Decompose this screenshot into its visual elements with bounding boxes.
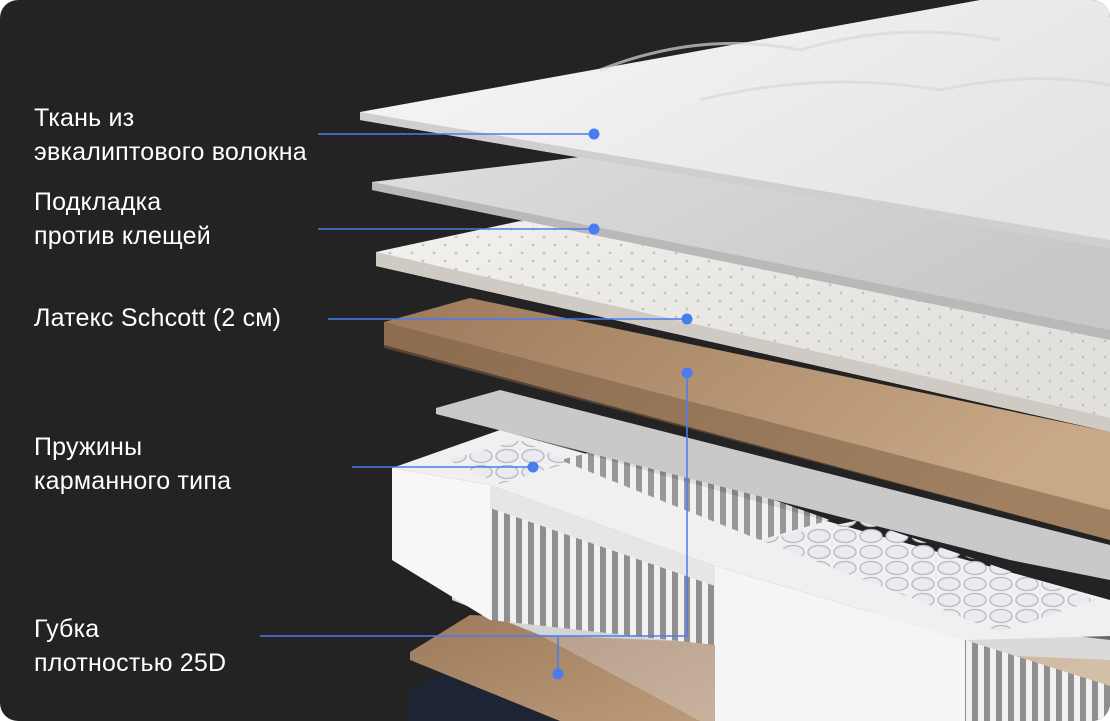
label-springs-line-1: Пружины [34, 433, 143, 461]
felt-layer [384, 298, 1110, 540]
label-pad-line-2: против клещей [34, 222, 211, 250]
spring-block [392, 430, 1110, 721]
label-foam: Губка плотностью 25D [34, 612, 226, 680]
label-foam-line-2: плотностью 25D [34, 649, 227, 677]
label-fabric-line-2: эвкалиптового волокна [34, 138, 307, 166]
leader-dot-foam [681, 367, 693, 379]
label-latex: Латекс Schcott (2 см) [34, 301, 281, 335]
leader-dot-springs [527, 461, 539, 473]
fabric-layer [360, 0, 1110, 248]
leader-dot-pad [588, 223, 600, 235]
label-springs: Пружины карманного типа [34, 430, 231, 498]
leader-dot-latex [681, 313, 693, 325]
label-foam-line-1: Губка [34, 615, 100, 643]
leader-dots [527, 128, 693, 680]
label-latex-line-1: Латекс Schcott (2 см) [34, 304, 282, 332]
leader-line-foam [260, 373, 688, 637]
label-fabric: Ткань из эвкалиптового волокна [34, 101, 307, 169]
label-pad-line-1: Подкладка [34, 188, 162, 216]
label-pad: Подкладка против клещей [34, 185, 211, 253]
leader-dot-fabric [588, 128, 600, 140]
leader-dot-foam-bottom [552, 668, 564, 680]
spring-cover-sheet [436, 390, 1110, 580]
leader-lines [260, 133, 688, 674]
label-fabric-line-1: Ткань из [34, 104, 135, 132]
label-springs-line-2: карманного типа [34, 467, 232, 495]
